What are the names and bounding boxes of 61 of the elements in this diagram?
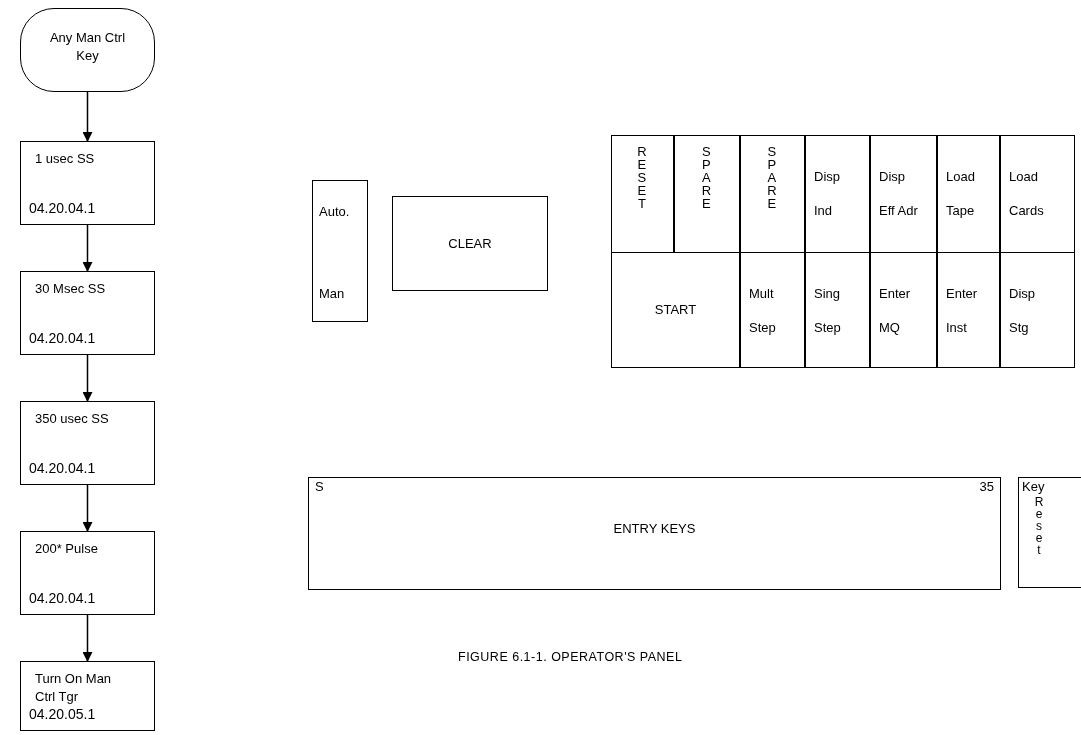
key-label: SPARE	[699, 144, 713, 209]
key-number: S	[315, 478, 324, 496]
clear-button	[392, 196, 548, 291]
process-box	[20, 661, 155, 731]
panel-key	[870, 252, 937, 368]
node-text: Turn On Man Ctrl Tgr	[35, 670, 113, 706]
node-text: 200* Pulse	[35, 540, 99, 558]
process-box	[20, 271, 155, 355]
entry-keys-panel	[308, 477, 1001, 590]
key-label: Enter MQ	[879, 285, 912, 337]
arrow	[82, 224, 93, 272]
key-label: CLEAR	[447, 234, 493, 253]
key-label: Reset	[1033, 495, 1045, 555]
toggle-switch	[312, 180, 368, 322]
panel-key	[937, 252, 1000, 368]
reference-number: 04.20.05.1	[29, 705, 96, 724]
panel-key	[937, 135, 1000, 253]
panel-key	[870, 135, 937, 253]
key-number: 35	[979, 478, 994, 496]
key-label: RESET	[635, 144, 649, 209]
process-box	[20, 531, 155, 615]
panel-key	[674, 135, 740, 253]
key-label: SPARE	[765, 144, 779, 209]
reference-number: 04.20.04.1	[29, 459, 96, 478]
key-label: Enter Inst	[946, 285, 979, 337]
reference-number: 04.20.04.1	[29, 329, 96, 348]
panel-key	[1000, 252, 1075, 368]
key-label: Sing Step	[814, 285, 842, 337]
key-label: Load Tape	[946, 168, 976, 220]
panel-key	[805, 252, 870, 368]
panel-label: ENTRY KEYS	[612, 520, 697, 538]
node-text: 350 usec SS	[35, 410, 110, 428]
reference-number: 04.20.04.1	[29, 589, 96, 608]
panel-key	[611, 135, 674, 253]
panel-key	[740, 252, 805, 368]
key-label: Key	[1022, 478, 1045, 496]
start-key	[611, 252, 740, 368]
panel-key	[805, 135, 870, 253]
key-label: Mult Step	[749, 285, 777, 337]
node-text: Any Man Ctrl Key	[48, 29, 127, 65]
process-box	[20, 141, 155, 225]
panel-key	[1000, 135, 1075, 253]
key-reset-button	[1018, 477, 1081, 588]
key-label: Disp Stg	[1009, 285, 1036, 337]
arrow	[82, 354, 93, 402]
node-text: 1 usec SS	[35, 150, 96, 168]
reference-number: 04.20.04.1	[29, 199, 96, 218]
arrow	[82, 91, 93, 142]
arrow	[82, 614, 93, 662]
arrow	[82, 484, 93, 532]
process-box	[20, 401, 155, 485]
key-label: Load Cards	[1009, 168, 1045, 220]
panel-key	[740, 135, 805, 253]
terminal-shape	[20, 8, 155, 92]
key-label: Disp Ind	[814, 168, 841, 220]
key-label: START	[653, 301, 698, 319]
figure-caption: FIGURE 6.1-1. OPERATOR'S PANEL	[458, 650, 683, 664]
key-label: Disp Eff Adr	[879, 168, 919, 220]
key-label: Man	[319, 285, 345, 303]
node-text: 30 Msec SS	[35, 280, 107, 298]
key-label: Auto.	[319, 203, 350, 221]
